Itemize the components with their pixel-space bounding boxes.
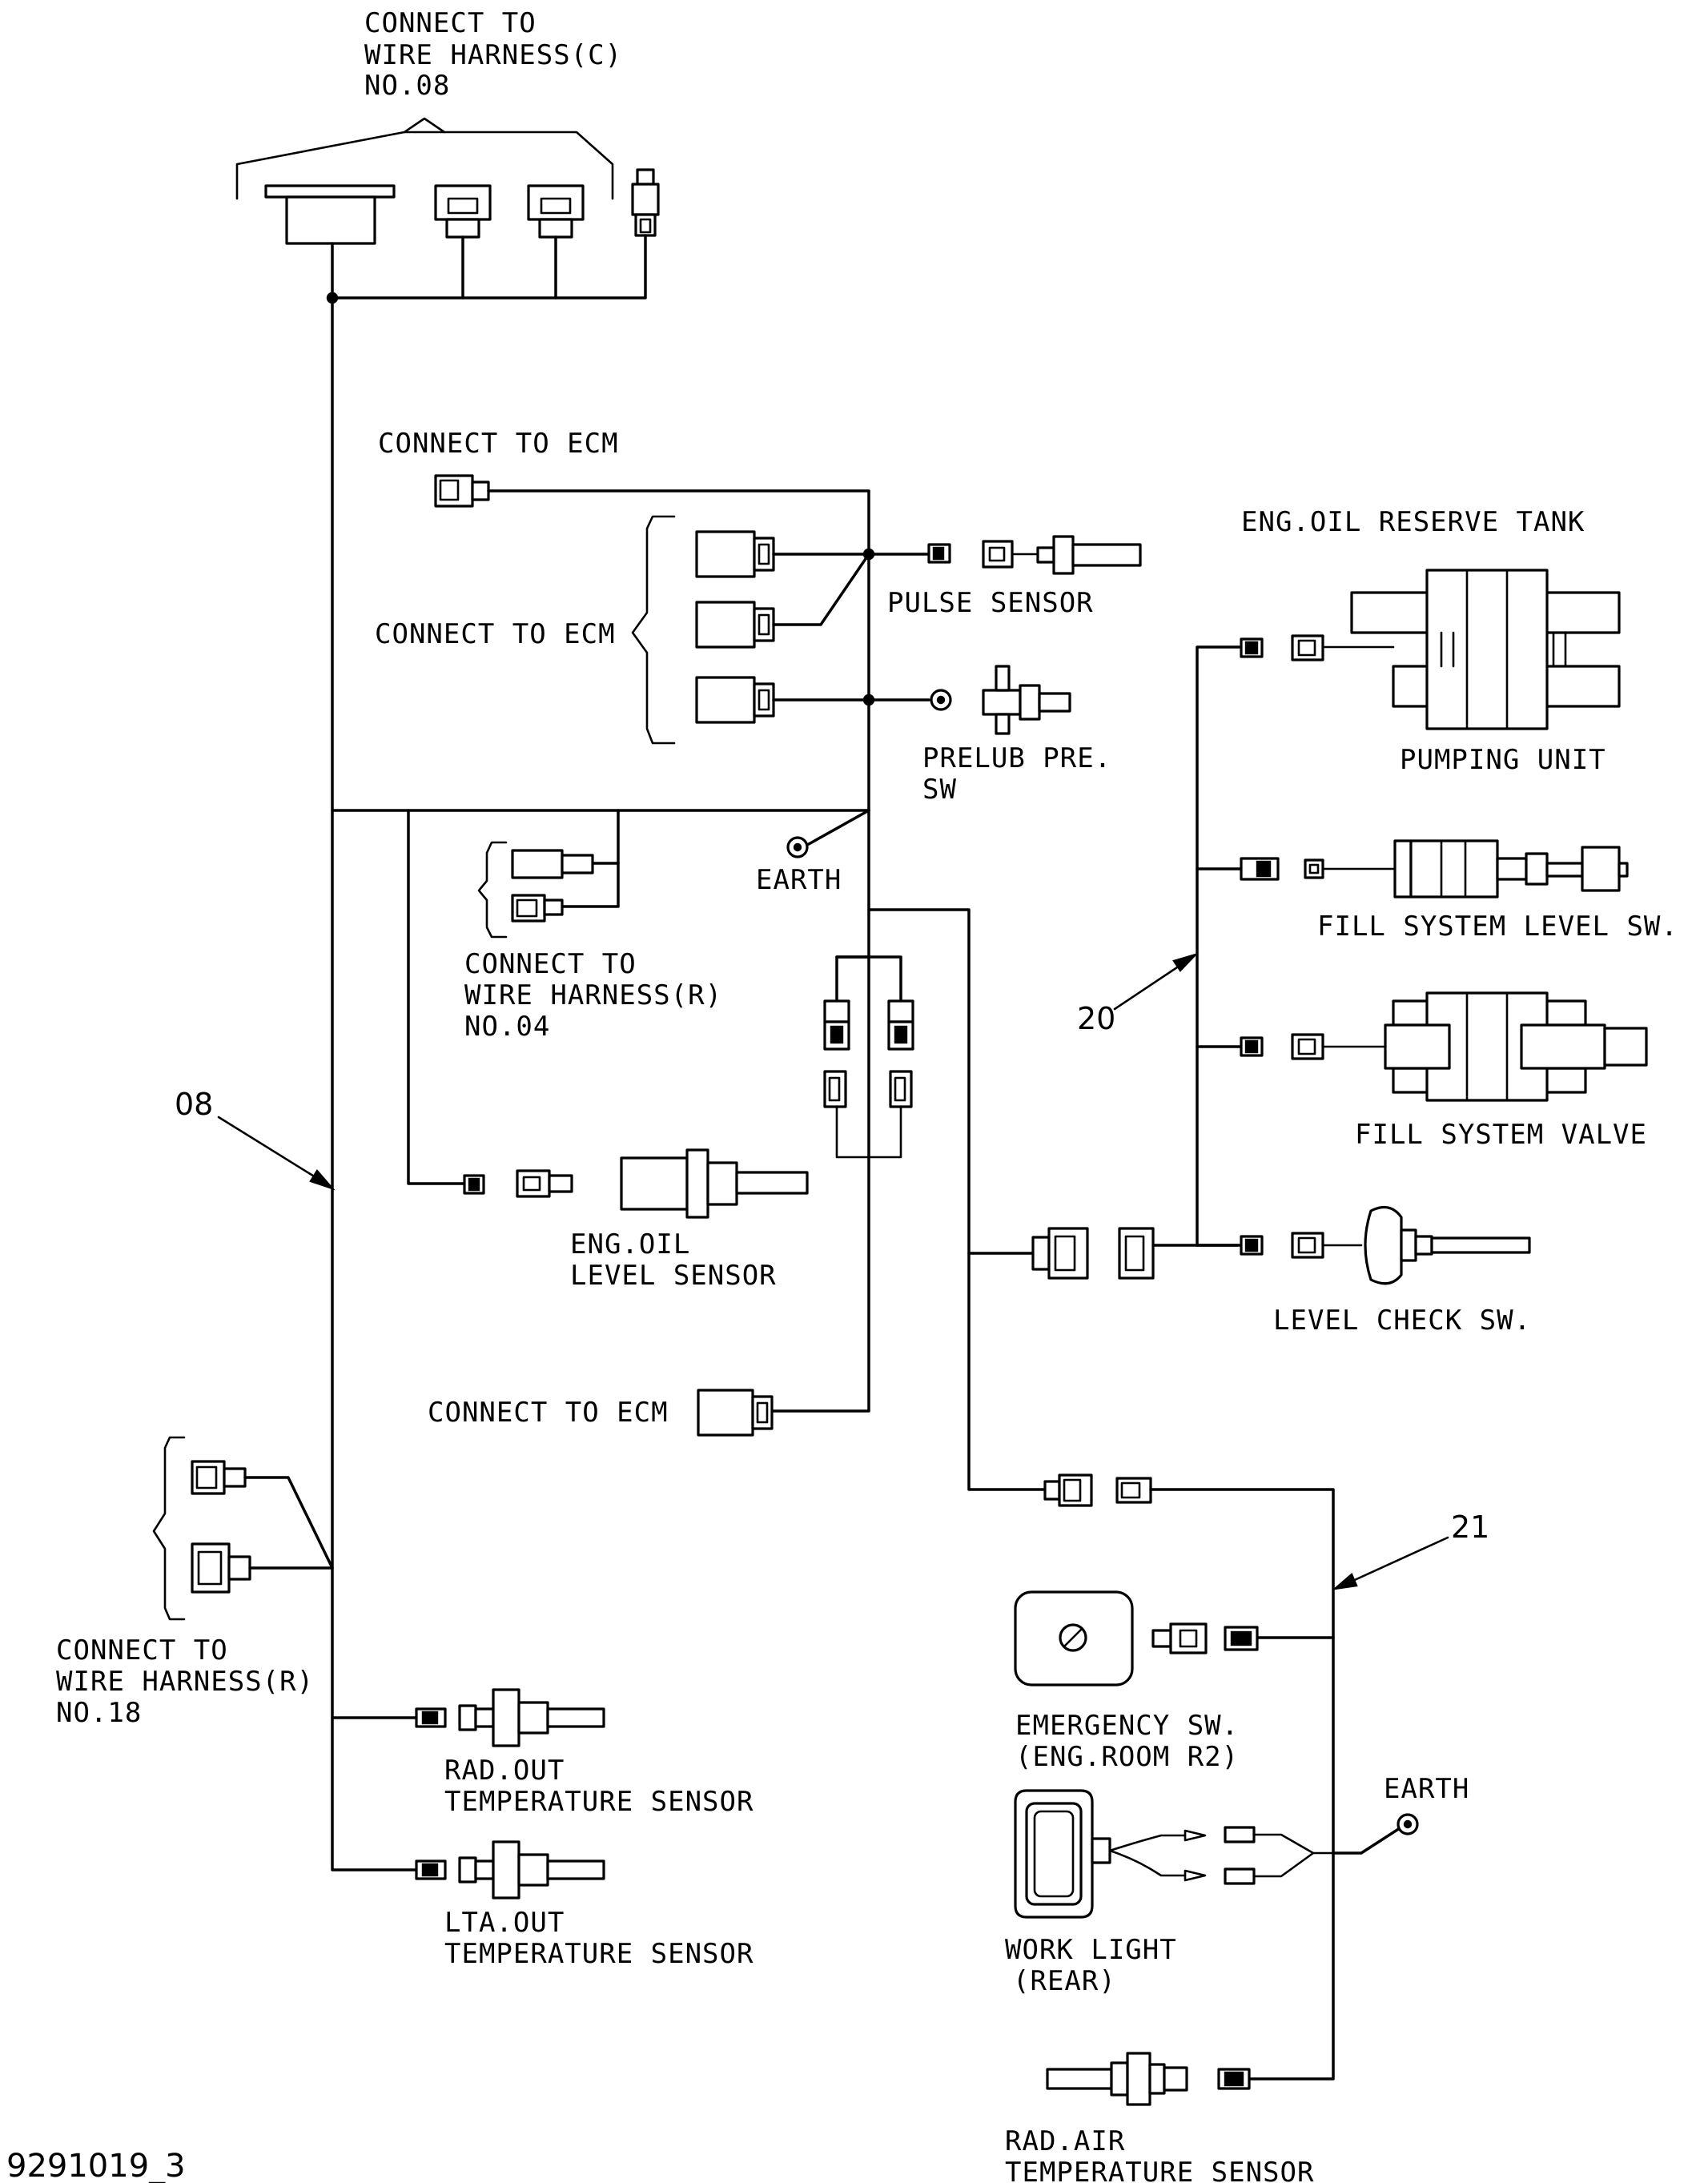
label-work-light-line1: WORK LIGHT [1005,1934,1177,1966]
label-level-check-sw: LEVEL CHECK SW. [1273,1305,1531,1337]
label-earth-1: EARTH [756,864,842,896]
figure-id: 9291019_3 [6,2148,186,2183]
earth-terminal-2 [1397,1813,1419,1835]
fill-system-level-switch [1240,839,1629,899]
ref-08: 08 [175,1087,213,1122]
ref-20: 20 [1077,1001,1115,1036]
harness-21-joint-connector [1043,1473,1152,1507]
label-lta-out-line1: LTA.OUT [444,1907,565,1939]
ecm-group-bracket [631,515,676,745]
label-rad-air-line1: RAD.AIR [1005,2125,1125,2157]
rad-out-temperature-sensor [415,1688,605,1747]
label-harness-r18-line2: WIRE HARNESS(R) [56,1666,314,1698]
fill-system-valve [1240,991,1648,1102]
label-oil-level-line1: ENG.OIL [570,1228,690,1260]
harness-20-trunk [1196,645,1243,1247]
twin-connector-right [887,999,914,1051]
label-prelub-line1: PRELUB PRE. [922,742,1111,774]
label-harness-r04-line1: CONNECT TO [464,948,637,980]
label-harness-r04-line3: NO.04 [464,1011,550,1043]
emergency-switch [1014,1590,1259,1686]
label-ecm-top: CONNECT TO ECM [378,428,619,460]
harness-c-group [235,117,660,304]
label-harness-r04-line2: WIRE HARNESS(R) [464,979,722,1011]
lta-out-temperature-sensor [415,1840,605,1900]
ecm-connector-3 [695,676,775,724]
ecm-top-connector [434,474,490,508]
earth-terminal-1 [786,836,809,858]
ecm-connector-2 [695,601,775,649]
harness-r18-bracket [152,1436,186,1621]
ref-arrow-21 [1332,1536,1449,1590]
label-harness-c-line1: CONNECT TO [364,7,537,39]
harness-r04-connector-1 [511,849,594,879]
label-rad-out-line1: RAD.OUT [444,1755,565,1787]
pulse-sensor [927,535,1142,575]
label-prelub-line2: SW [922,774,957,806]
ecm-bottom-connector [697,1389,774,1437]
label-rad-out-line2: TEMPERATURE SENSOR [444,1786,754,1818]
harness-r18-connector-2 [191,1542,251,1594]
work-light-rear [1014,1789,1256,1919]
twin-connector-mate [823,1070,913,1159]
label-harness-r18-line1: CONNECT TO [56,1634,228,1666]
label-emergency-line2: (ENG.ROOM R2) [1015,1741,1239,1773]
label-harness-c-line3: NO.08 [364,70,450,102]
pumping-unit [1240,569,1621,730]
label-emergency-line1: EMERGENCY SW. [1015,1710,1239,1742]
harness-c-large-connector [264,184,396,199]
ref-arrow-20 [1113,952,1199,1011]
label-oil-level-line2: LEVEL SENSOR [570,1260,777,1292]
label-fill-valve: FILL SYSTEM VALVE [1355,1119,1647,1151]
harness-r04-connector-2 [511,894,564,923]
harness-08-trunk [331,296,418,1871]
label-ecm-group: CONNECT TO ECM [375,618,616,650]
harness-20-joint-connector [1031,1227,1155,1280]
ecm-connector-1 [695,530,775,578]
twin-connector-left [823,999,850,1051]
label-earth-2: EARTH [1384,1773,1469,1805]
harness-c-connector-2 [527,184,585,239]
label-pulse-sensor: PULSE SENSOR [887,587,1094,619]
harness-21-trunk [1149,1488,1335,2080]
level-check-switch [1240,1205,1531,1285]
label-pumping-unit: PUMPING UNIT [1400,744,1606,776]
rad-air-temperature-sensor [1046,2052,1251,2106]
label-work-light-line2: (REAR) [1013,1965,1116,1997]
label-lta-out-line2: TEMPERATURE SENSOR [444,1938,754,1970]
label-reserve-tank: ENG.OIL RESERVE TANK [1241,506,1585,538]
harness-c-connector-1 [434,184,492,239]
prelub-pressure-switch [930,665,1071,735]
label-ecm-bottom: CONNECT TO ECM [428,1397,669,1429]
label-rad-air-line2: TEMPERATURE SENSOR [1005,2157,1314,2183]
ref-arrow-08 [217,1116,336,1191]
label-harness-c-line2: WIRE HARNESS(C) [364,39,622,71]
eng-oil-level-sensor [463,1148,809,1219]
harness-r18-connector-1 [191,1460,247,1495]
harness-c-small-connector [631,168,660,237]
label-fill-level-sw: FILL SYSTEM LEVEL SW. [1317,911,1678,943]
ref-21: 21 [1451,1510,1489,1545]
harness-r04-bracket [477,841,508,939]
label-harness-r18-line3: NO.18 [56,1697,142,1729]
